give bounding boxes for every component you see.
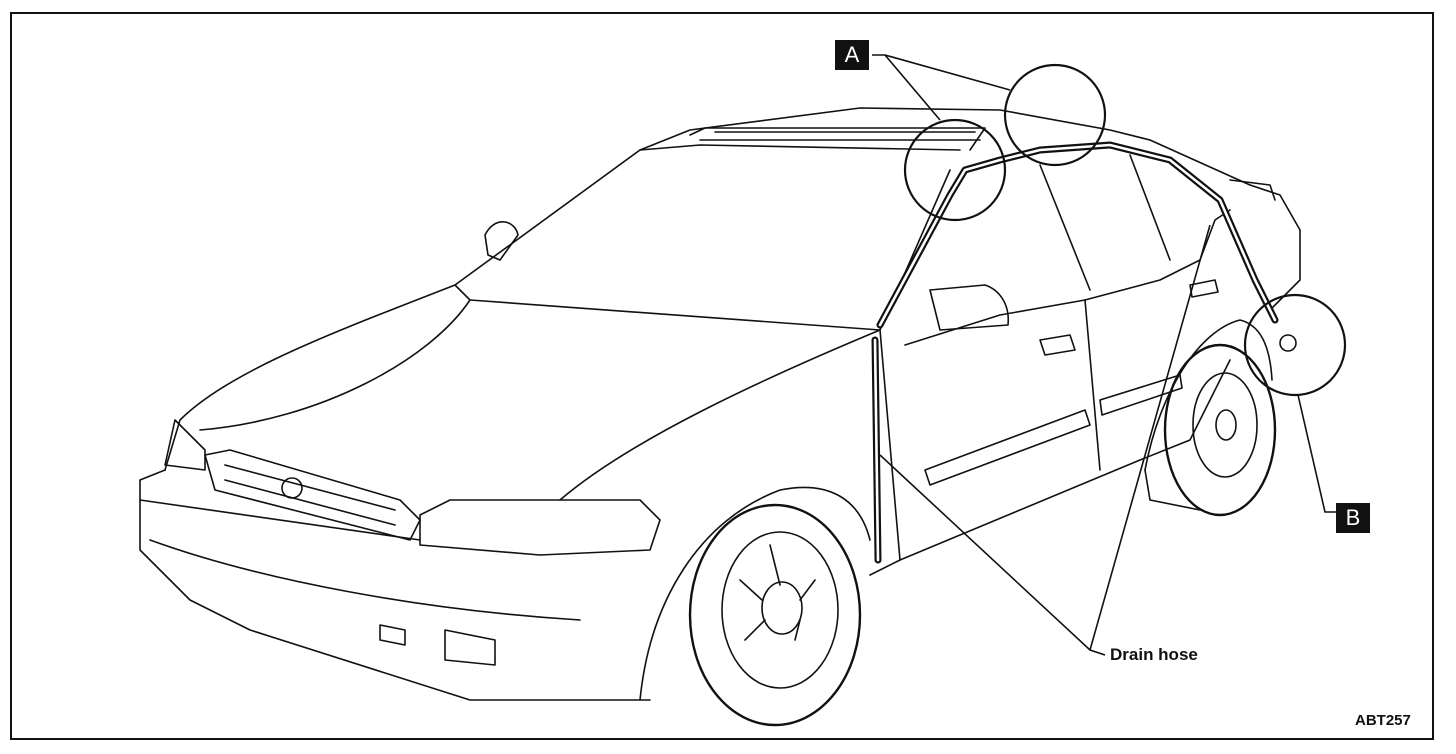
drain-hoses bbox=[871, 141, 1297, 564]
figure-frame bbox=[10, 12, 1434, 740]
detail-circles bbox=[903, 63, 1347, 397]
drain-hose-label: Drain hose bbox=[1110, 645, 1198, 664]
leader-lines bbox=[872, 54, 1336, 656]
car-body bbox=[139, 139, 1301, 727]
car-roof bbox=[639, 107, 1151, 151]
figure-code: ABT257 bbox=[1355, 712, 1411, 729]
callout-a-label: A bbox=[835, 40, 869, 70]
callout-b-label: B bbox=[1336, 503, 1370, 533]
